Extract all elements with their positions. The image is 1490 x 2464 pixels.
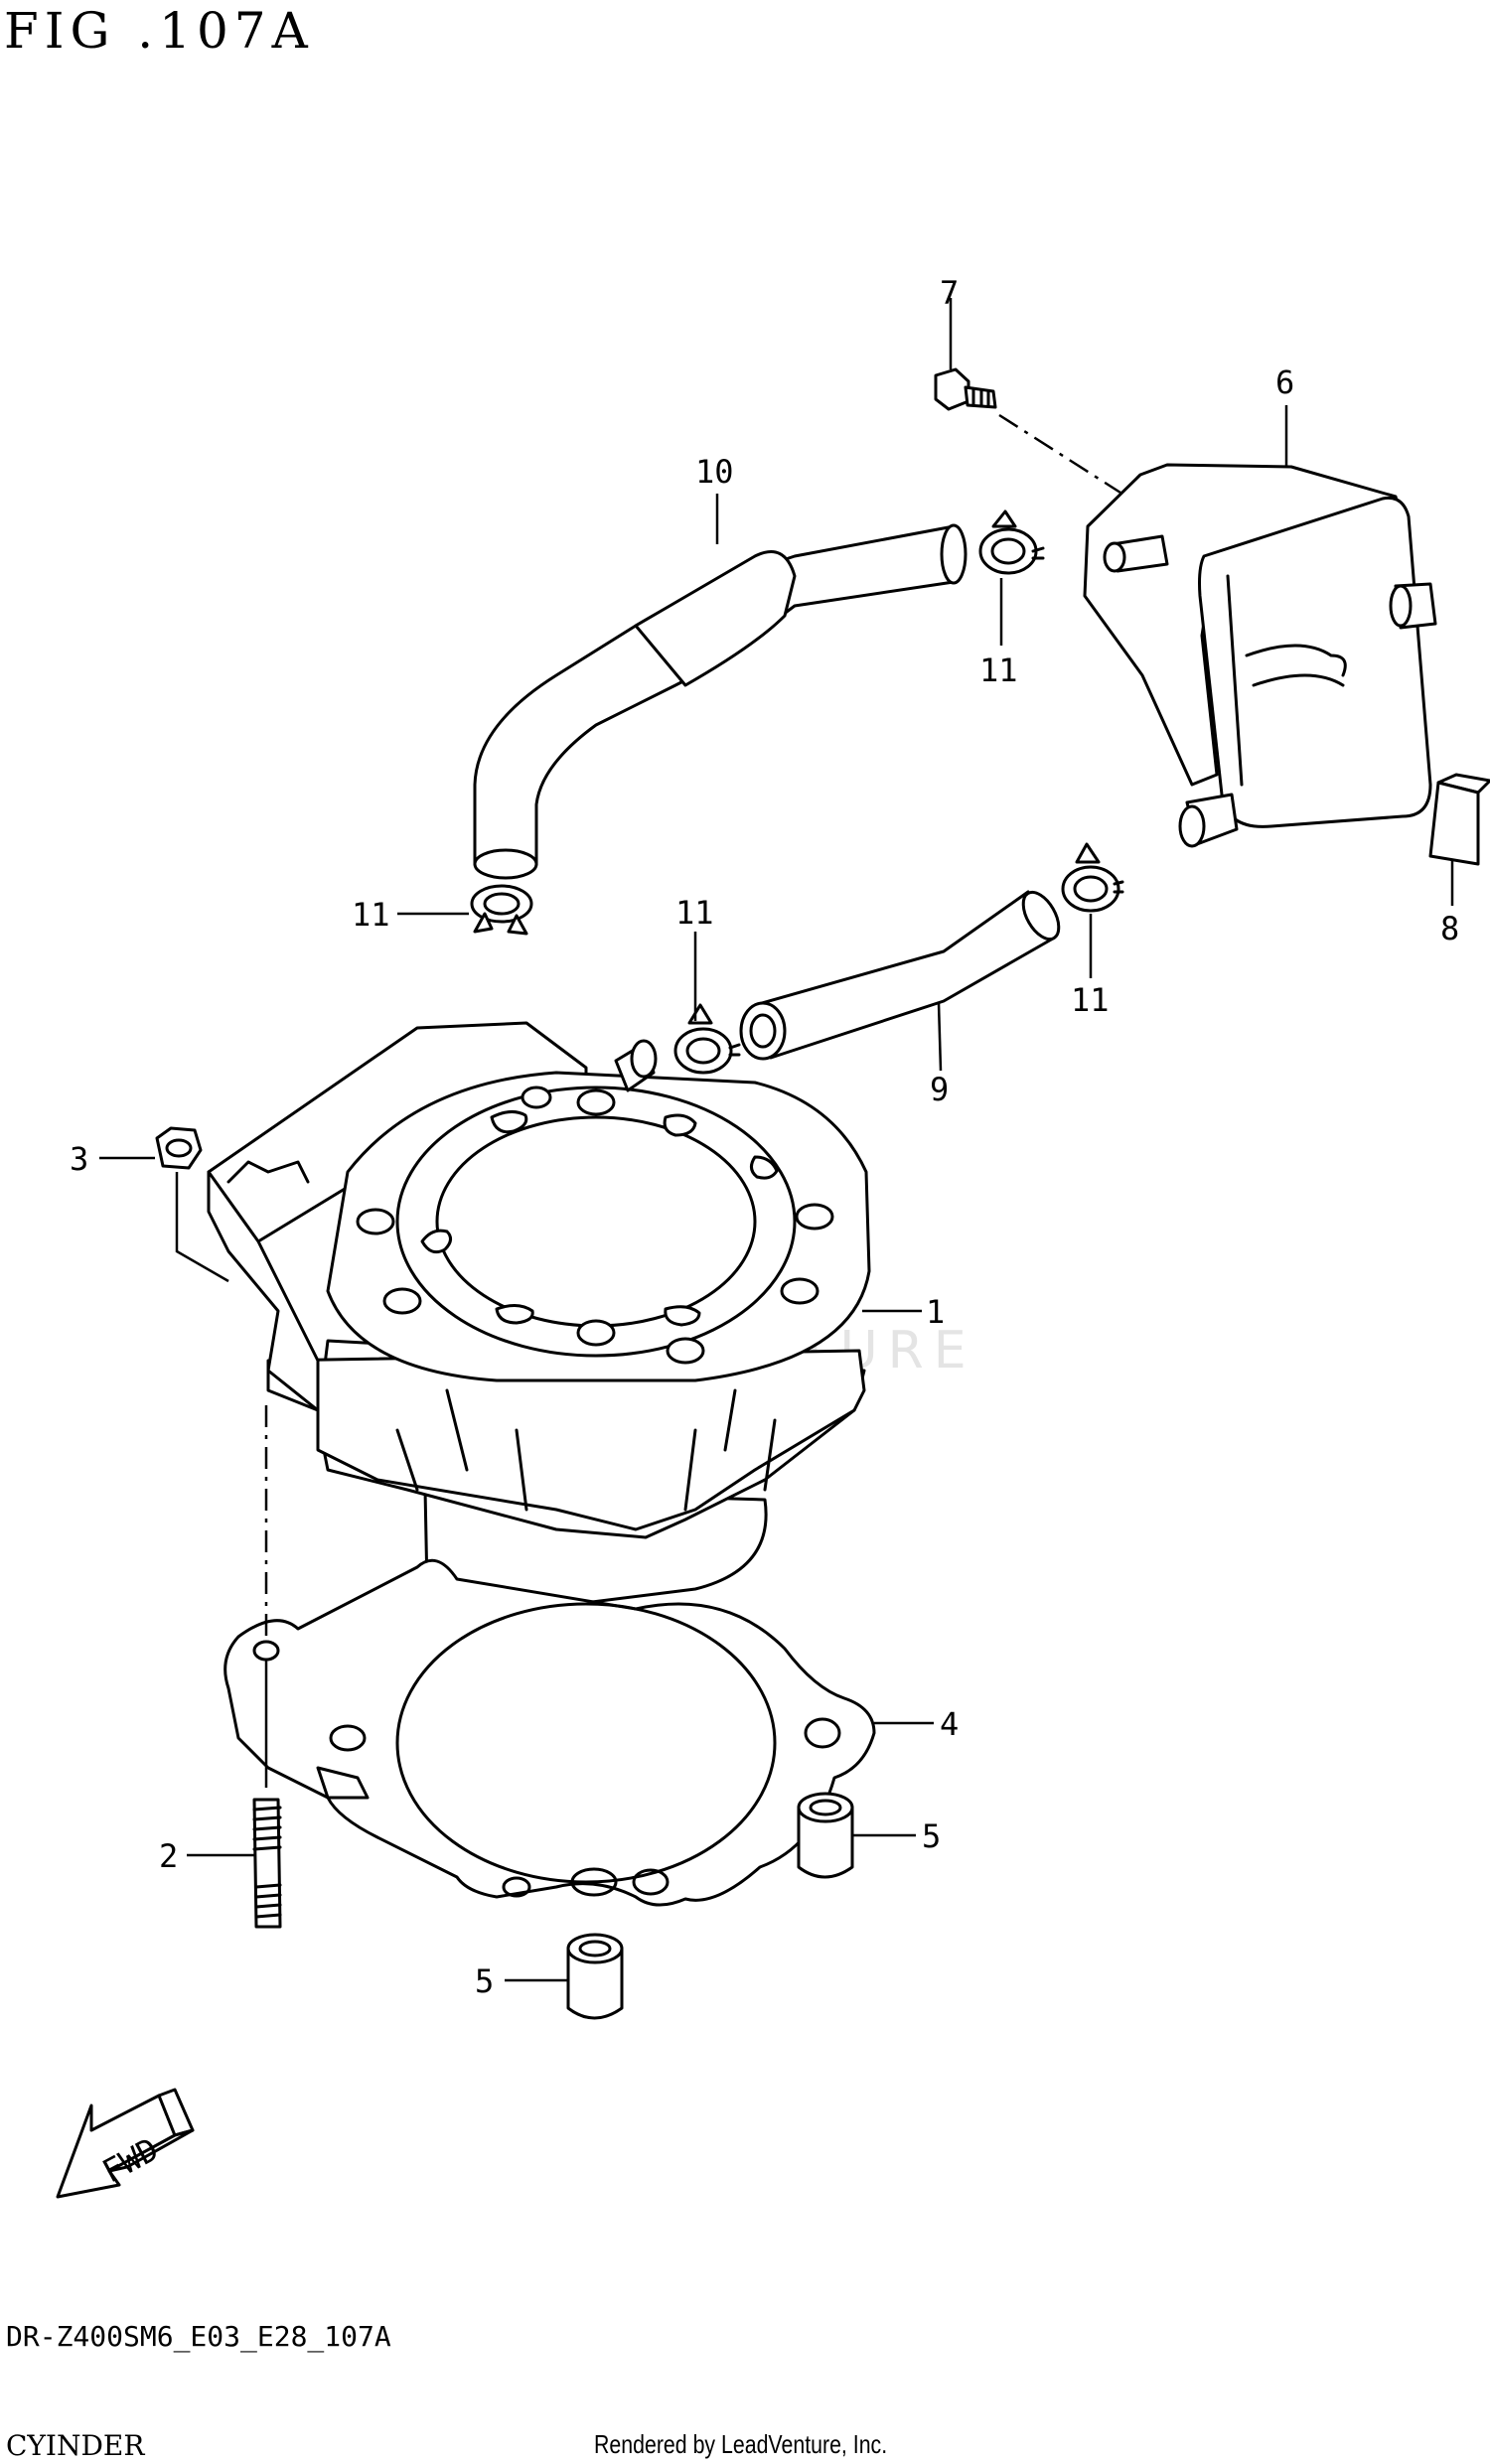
part-11-clamp-d[interactable] [1061, 842, 1124, 913]
part-9-hose[interactable] [739, 886, 1066, 1061]
model-code: DR-Z400SM6_E03_E28_107A [6, 2320, 391, 2353]
callout-6: 6 [1275, 363, 1294, 401]
callout-11c: 11 [675, 894, 714, 932]
callout-11b: 11 [352, 896, 390, 934]
callout-2: 2 [159, 1837, 178, 1875]
part-6-breather-box[interactable] [1083, 463, 1437, 848]
fastener-line-3 [175, 1172, 229, 1283]
part-8-pad[interactable] [1428, 773, 1490, 866]
callout-8: 8 [1440, 910, 1459, 947]
part-5-dowel-b[interactable] [566, 1933, 624, 2020]
part-7-bolt[interactable] [934, 367, 997, 411]
callout-7: 7 [940, 274, 959, 312]
rendered-by: Rendered by LeadVenture, Inc. [594, 2429, 888, 2459]
fwd-arrow-icon: FWD [56, 2088, 195, 2199]
callout-5a: 5 [922, 1817, 941, 1855]
callout-1: 1 [926, 1293, 945, 1331]
part-5-dowel-a[interactable] [797, 1792, 854, 1879]
part-11-clamp-b[interactable] [470, 884, 533, 936]
section-name: CYINDER [6, 2429, 145, 2462]
figure-title: FIG .107A [4, 2, 314, 60]
part-2-stud[interactable] [252, 1798, 282, 1929]
part-11-clamp-c[interactable] [673, 1003, 741, 1075]
part-3-nut[interactable] [155, 1126, 203, 1170]
callout-11a: 11 [979, 652, 1018, 689]
callout-10: 10 [695, 453, 734, 491]
part-1-cylinder[interactable] [207, 1021, 871, 1618]
leader-9 [937, 1002, 943, 1072]
callout-4: 4 [940, 1705, 959, 1743]
callout-9: 9 [930, 1071, 949, 1108]
part-10-hose[interactable] [473, 523, 968, 880]
callout-3: 3 [70, 1140, 88, 1178]
callout-11d: 11 [1071, 981, 1110, 1019]
part-4-gasket[interactable] [224, 1558, 876, 1907]
fastener-line-7 [998, 413, 1121, 495]
part-11-clamp-a[interactable] [978, 509, 1045, 575]
callout-5b: 5 [475, 1962, 494, 2000]
